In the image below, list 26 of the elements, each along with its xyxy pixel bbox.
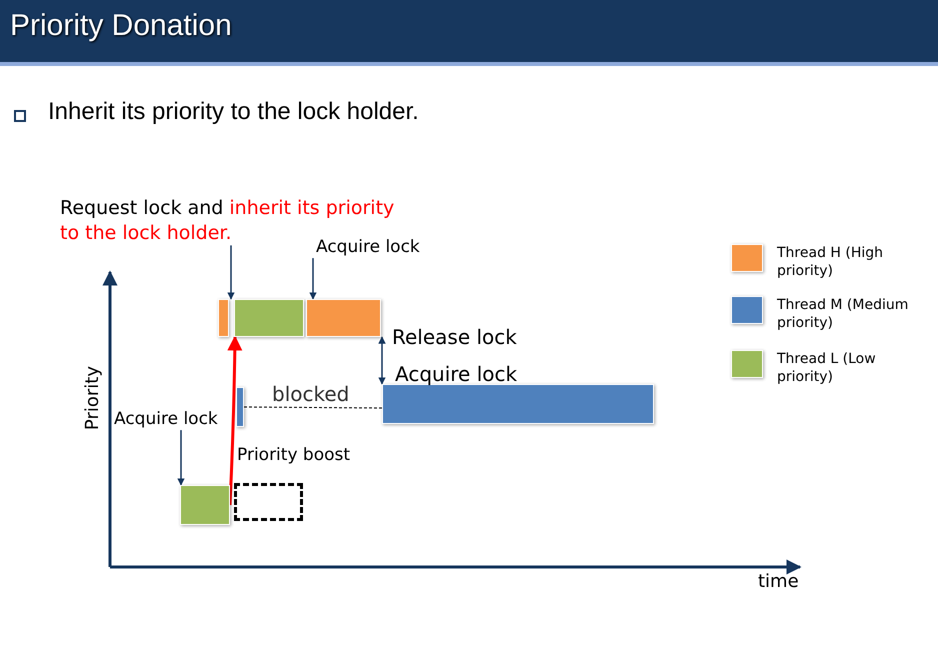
edge-label: Priority boost bbox=[237, 445, 350, 465]
arrow bbox=[378, 336, 386, 385]
axis-label: time bbox=[758, 571, 799, 593]
task-bar bbox=[180, 485, 230, 525]
arrow bbox=[227, 245, 235, 300]
arrow bbox=[227, 336, 242, 506]
task-bar bbox=[218, 299, 229, 337]
annotation-text: Acquire lock bbox=[310, 236, 436, 258]
annotation-text: Acquire lock bbox=[114, 408, 230, 430]
arrow bbox=[309, 258, 317, 300]
legend-text: Thread L (Low priority) bbox=[777, 350, 877, 386]
edge-label: blocked bbox=[272, 382, 350, 406]
task-bar bbox=[236, 387, 244, 427]
legend-text: Thread H (High priority) bbox=[777, 244, 884, 280]
legend-text: Thread M (Medium priority) bbox=[777, 296, 910, 332]
slide-title: Priority Donation bbox=[10, 8, 232, 44]
annotation-text: Release lock bbox=[392, 325, 517, 349]
task-bar bbox=[234, 299, 304, 337]
bullet-text: Inherit its priority to the lock holder. bbox=[48, 98, 419, 127]
dashed-line bbox=[244, 406, 382, 408]
annotation-text: Acquire lock bbox=[395, 362, 518, 386]
axis-label: Priority bbox=[82, 366, 104, 430]
task-bar bbox=[306, 299, 381, 337]
arrow bbox=[177, 430, 185, 486]
dashed-placeholder-box bbox=[234, 483, 303, 521]
task-bar bbox=[382, 384, 654, 424]
